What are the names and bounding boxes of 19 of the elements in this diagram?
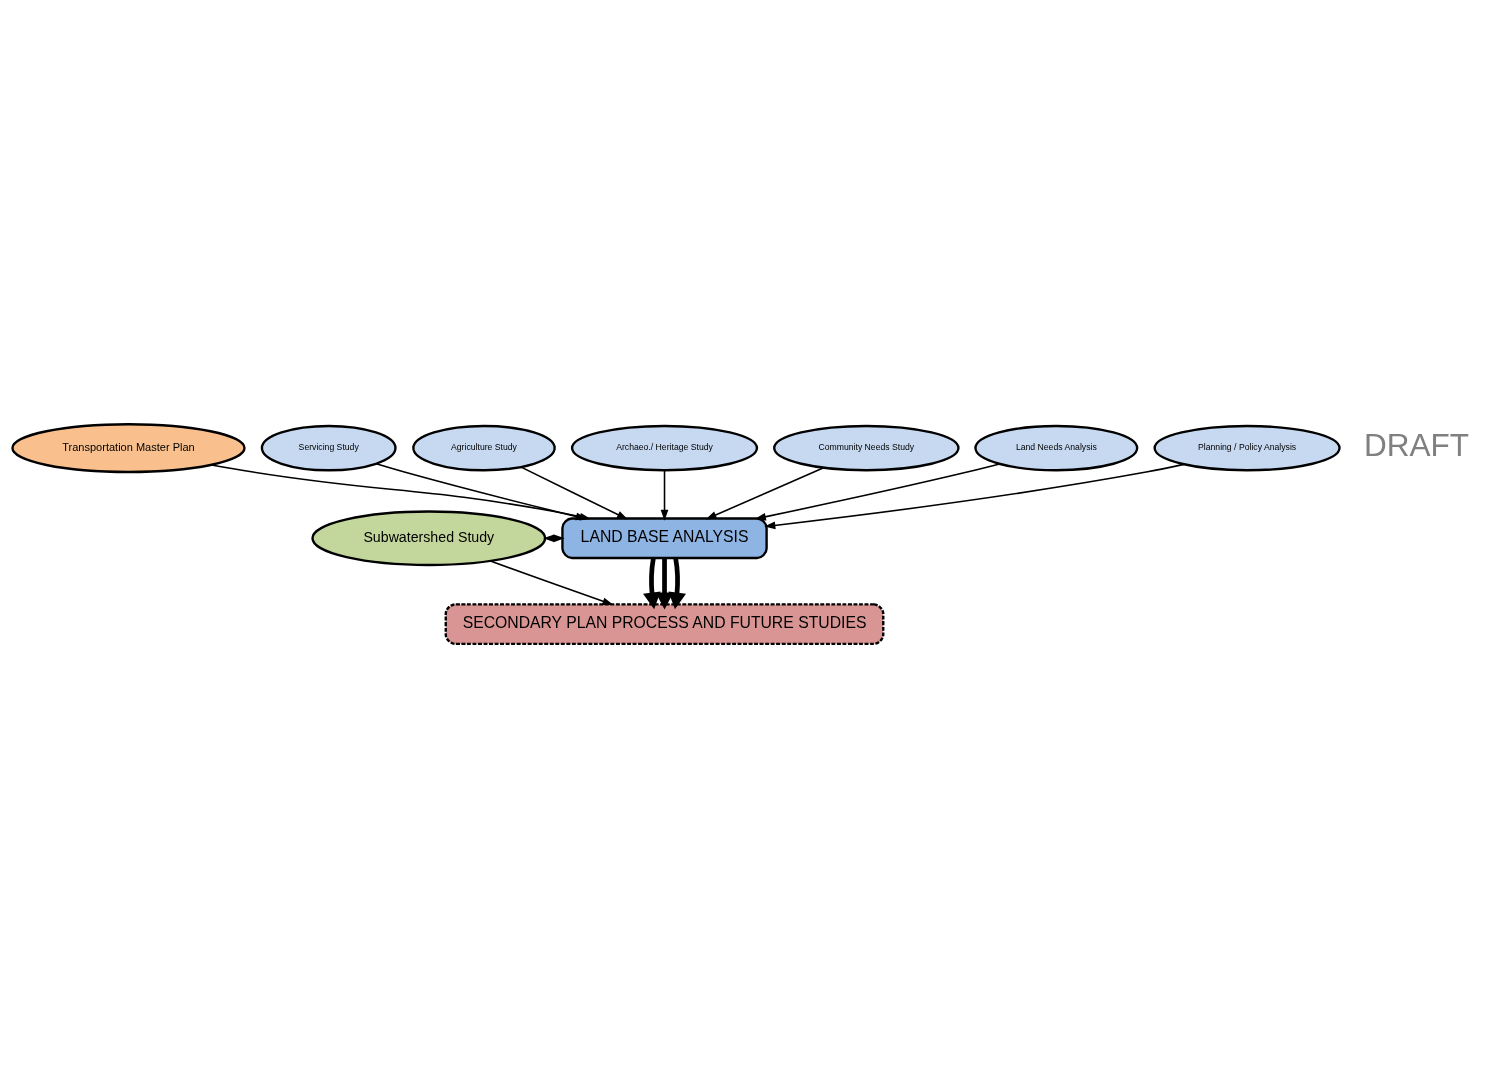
node-ellipse: Land Needs Analysis <box>974 424 1139 472</box>
node-box: LAND BASE ANALYSIS <box>561 517 768 560</box>
label: DRAFT <box>1364 427 1470 463</box>
node-ellipse: Subwatershed Study <box>311 510 547 567</box>
arrow <box>754 463 1001 521</box>
arrow <box>655 558 674 610</box>
node-ellipse: Agriculture Study <box>412 424 556 472</box>
node-ellipse: Community Needs Study <box>773 424 960 472</box>
arrow <box>489 560 614 606</box>
arrow <box>705 467 824 520</box>
arrow <box>764 463 1185 530</box>
node-ellipse: Servicing Study <box>260 424 397 472</box>
node-ellipse: Archaeo./ Heritage Study <box>570 424 759 472</box>
node-box: SECONDARY PLAN PROCESS AND FUTURE STUDIES <box>444 603 885 646</box>
arrow <box>643 557 661 610</box>
node-ellipse: Transportation Master Plan <box>11 423 246 474</box>
node-ellipse: Planning / Policy Analysis <box>1153 424 1341 472</box>
arrow <box>668 557 686 610</box>
arrow <box>660 469 669 521</box>
